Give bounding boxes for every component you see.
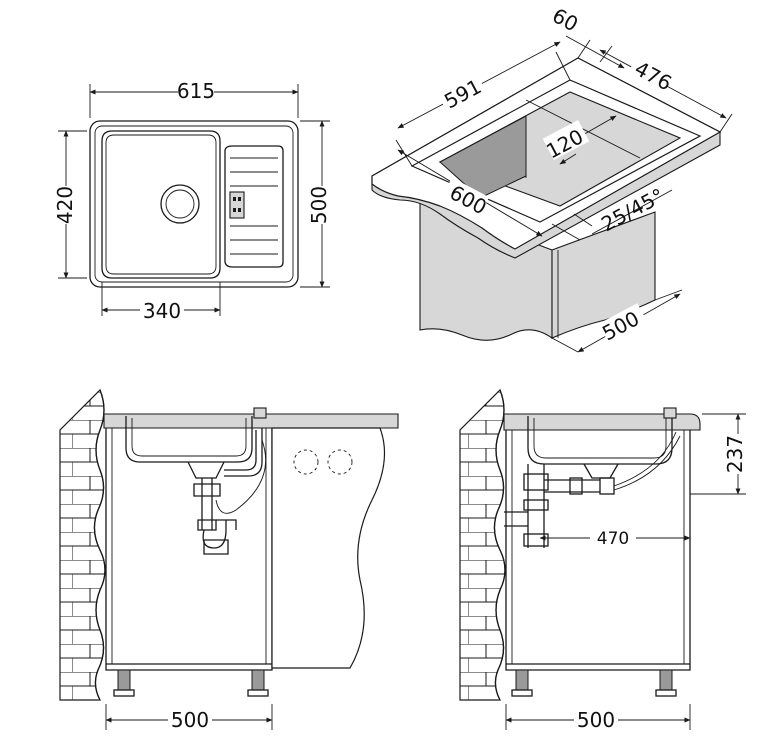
drainboard-ribs [230, 157, 278, 255]
side-cabinet-label: 500 [577, 708, 615, 732]
sink-outline [89, 120, 299, 288]
bowl-outline [101, 130, 221, 279]
side-countertop [503, 413, 701, 431]
foot-left [117, 669, 131, 691]
drain-inner [165, 189, 195, 219]
perspective-view: 60 476 591 120 600 25/45° 500 [371, 3, 733, 353]
sink-rim [94, 125, 294, 283]
front-view: 500 [59, 388, 399, 732]
overflow-icon [229, 191, 245, 219]
top-view-width-label: 615 [177, 79, 215, 103]
front-cabinet-label: 500 [171, 708, 209, 732]
top-view-height-label: 420 [53, 186, 77, 224]
front-bowl [125, 416, 253, 463]
side-foot-right [659, 669, 673, 691]
knockout-1 [293, 449, 319, 475]
side-drain-label: 470 [597, 529, 629, 549]
front-countertop [103, 413, 399, 429]
bowl-inner [105, 134, 217, 275]
drain-outer [160, 184, 200, 224]
top-view: 615 420 500 340 [53, 79, 334, 323]
drainboard [224, 145, 284, 268]
persp-top-label: 60 [548, 3, 582, 36]
knockout-2 [327, 449, 353, 475]
side-view: 237 470 500 [459, 388, 752, 732]
foot-right [251, 669, 265, 691]
side-cabinet [505, 430, 691, 671]
top-view-bowl-width-label: 340 [143, 299, 181, 323]
side-bowl [527, 416, 673, 465]
top-view-depth-label: 500 [307, 186, 331, 224]
side-foot-left [515, 669, 529, 691]
side-height-label: 237 [723, 435, 747, 473]
adjacent-panel [271, 427, 386, 669]
